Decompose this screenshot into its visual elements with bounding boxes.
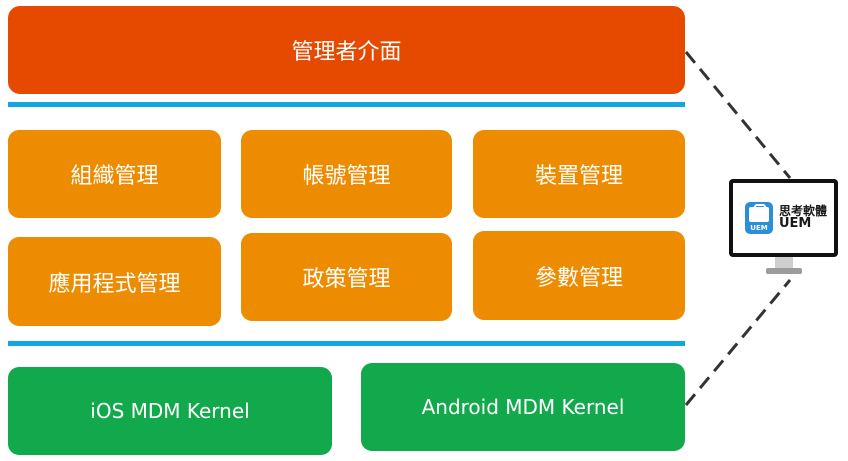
module-label: 裝置管理: [534, 164, 623, 189]
divider-top: [8, 102, 685, 107]
connector-to-admin: [684, 51, 792, 179]
module-label: 應用程式管理: [48, 271, 181, 297]
module-label: 帳號管理: [302, 164, 391, 189]
module-device: 裝置管理: [473, 130, 685, 218]
monitor: UEM 思考軟體 UEM: [729, 179, 838, 257]
monitor-neck: [775, 257, 793, 269]
briefcase-body: [749, 207, 769, 222]
module-organization: 組織管理: [8, 130, 221, 218]
module-label: 參數管理: [534, 265, 623, 291]
kernel-android: Android MDM Kernel: [361, 363, 685, 451]
module-label: 政策管理: [302, 267, 391, 292]
brand-block: 思考軟體 UEM: [779, 205, 827, 231]
briefcase-icon: UEM: [745, 202, 773, 234]
module-account: 帳號管理: [241, 130, 452, 218]
module-parameter: 參數管理: [473, 231, 685, 320]
admin-interface-label: 管理者介面: [291, 40, 402, 65]
brand-sub: UEM: [779, 216, 812, 232]
divider-bottom: [8, 341, 685, 346]
module-application: 應用程式管理: [8, 237, 221, 326]
monitor-stand: [766, 268, 802, 274]
module-policy: 政策管理: [241, 233, 452, 321]
brand-name: 思考軟體: [779, 203, 828, 218]
icon-tag: UEM: [750, 224, 768, 232]
module-label: 組織管理: [70, 164, 159, 189]
kernel-ios: iOS MDM Kernel: [8, 367, 332, 455]
connector-to-kernel: [684, 279, 792, 406]
admin-interface-box: 管理者介面: [8, 6, 685, 94]
kernel-label: iOS MDM Kernel: [90, 399, 250, 423]
monitor-screen: UEM 思考軟體 UEM: [733, 183, 834, 253]
kernel-label: Android MDM Kernel: [421, 395, 625, 419]
